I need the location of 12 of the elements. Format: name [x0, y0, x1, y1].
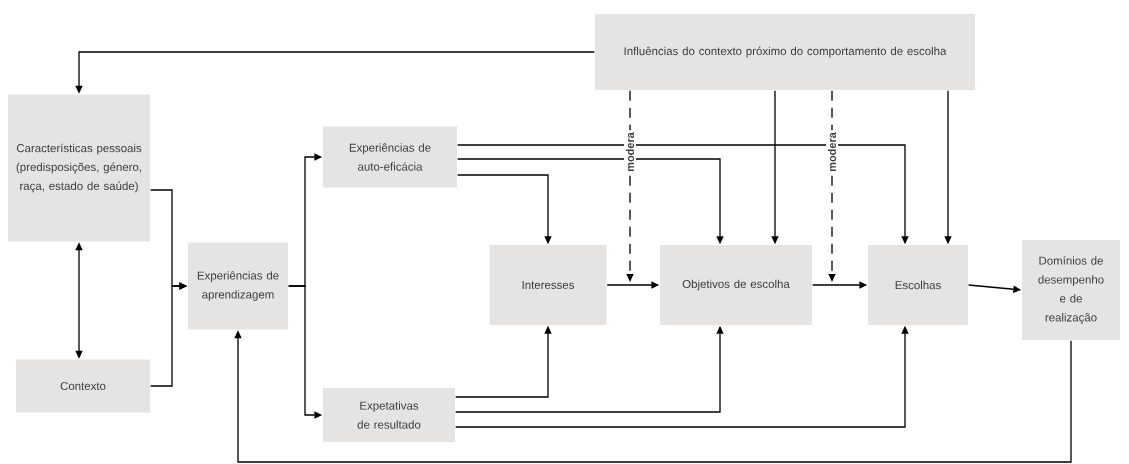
- process-box: Características pessoais (predisposições, género, raça, estado de saúde): [8, 94, 150, 242]
- edge-label: modera: [826, 130, 839, 174]
- process-box: Experiências de auto-eficácia: [323, 126, 457, 188]
- process-box: Influências do contexto próximo do comportamento de escolha: [595, 14, 975, 90]
- process-box: Domínios de desempenho e de realização: [1022, 240, 1120, 340]
- process-box: Escolhas: [868, 245, 968, 325]
- process-box: Expetativas de resultado: [323, 388, 455, 442]
- process-box: Objetivos de escolha: [660, 245, 812, 325]
- edge-label: modera: [624, 130, 637, 174]
- process-box: Interesses: [489, 245, 607, 325]
- process-box: Contexto: [16, 359, 150, 413]
- process-box: Experiências de aprendizagem: [188, 242, 288, 330]
